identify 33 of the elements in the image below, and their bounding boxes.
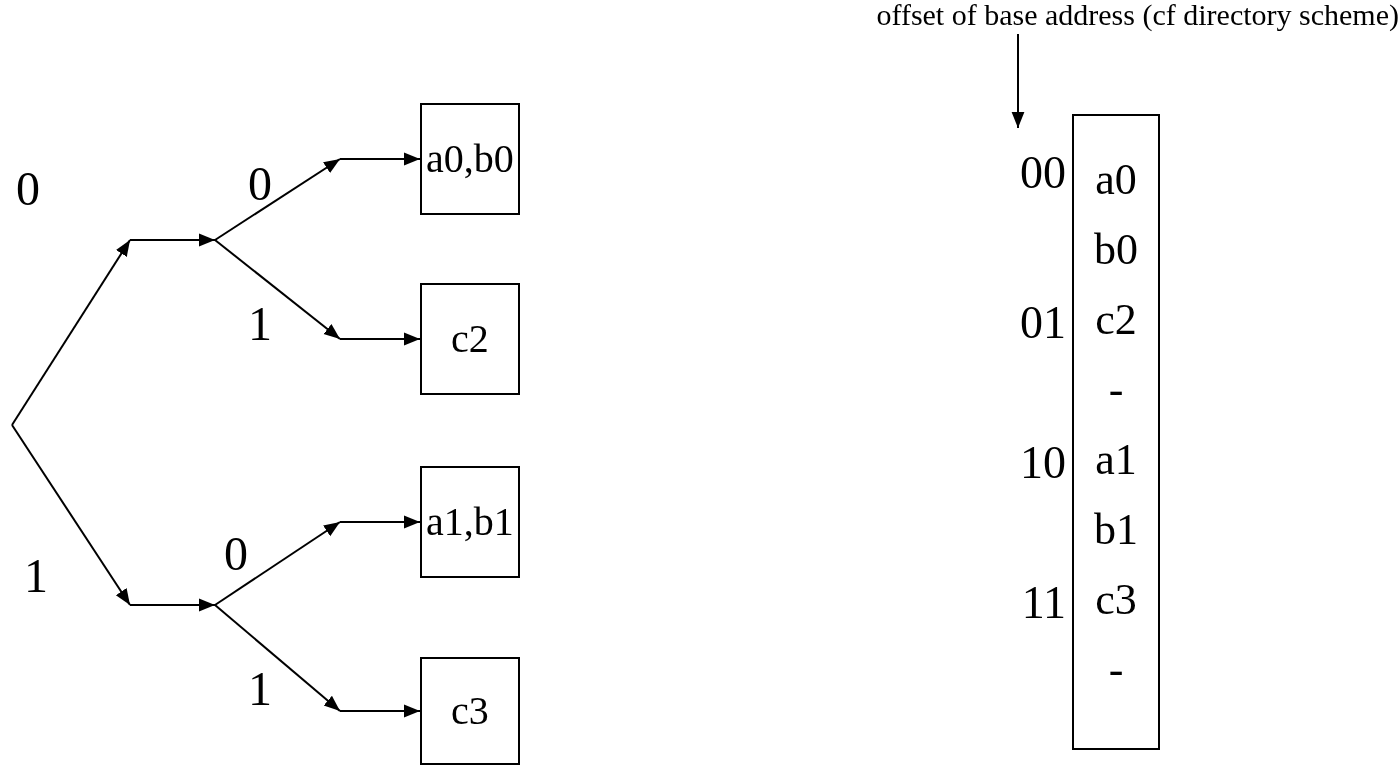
bucket-text: c2 [451,319,489,359]
record-text: c3 [1095,576,1137,624]
record-text: - [1108,366,1124,414]
record-text: a0 [1095,156,1137,204]
arrow [339,704,421,718]
branch-bit-label: 0 [224,530,248,578]
record-text: c2 [1095,296,1137,344]
record-text: a1 [1095,436,1137,484]
bucket-box [420,657,520,765]
branch-bit-label: 1 [248,300,272,348]
offset-text: 01 [996,300,1066,348]
branch-bit-label: 1 [248,665,272,713]
storage-column [1072,114,1160,750]
caption-text: offset of base address (cf directory scheme) [610,0,1399,34]
record-text: - [1108,646,1124,694]
bucket-box [420,466,520,578]
arrow [1011,33,1025,129]
arrow [339,515,421,529]
branch-bit-label: 0 [248,160,272,208]
record-text: b0 [1094,226,1138,274]
arrow [339,152,421,166]
bucket-box [420,283,520,395]
arrow [339,332,421,346]
offset-text: 10 [996,440,1066,488]
bucket-text: c3 [451,691,489,731]
record-text: b1 [1094,506,1138,554]
bucket-text: a1,b1 [426,502,514,542]
offset-text: 00 [996,150,1066,198]
bucket-text: a0,b0 [426,139,514,179]
bucket-box [420,103,520,215]
offset-text: 11 [996,580,1066,628]
branch-bit-label: 1 [24,552,48,600]
branch-bit-label: 0 [16,165,40,213]
